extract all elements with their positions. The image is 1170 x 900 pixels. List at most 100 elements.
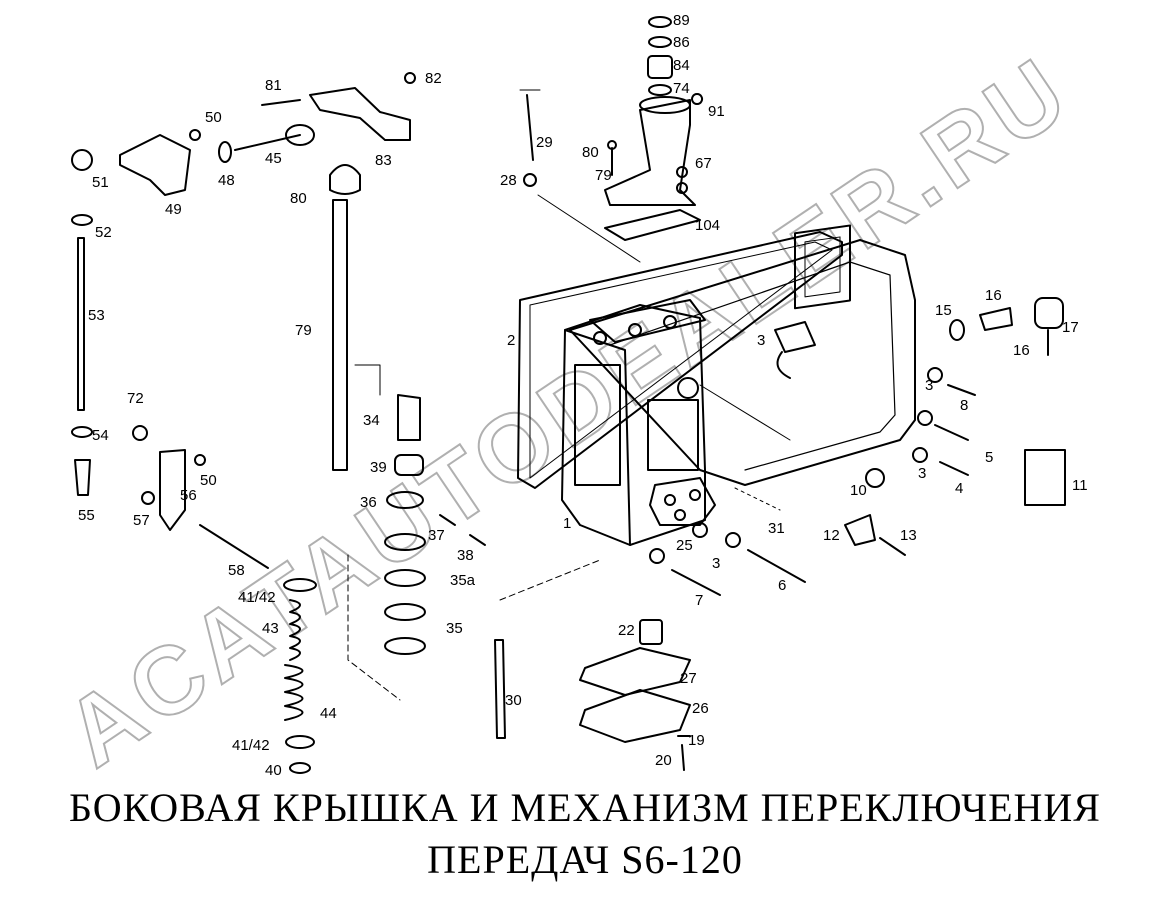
part-54 bbox=[71, 426, 93, 438]
label-15: 15 bbox=[935, 302, 952, 319]
label-57: 57 bbox=[133, 512, 150, 529]
label-36: 36 bbox=[360, 494, 377, 511]
label-51: 51 bbox=[92, 174, 109, 191]
inspection-plate-inner bbox=[804, 236, 841, 298]
part-34 bbox=[397, 394, 421, 441]
nut-50b bbox=[194, 454, 206, 466]
bolt-7 bbox=[671, 569, 721, 596]
label-26: 26 bbox=[692, 700, 709, 717]
label-34: 34 bbox=[363, 412, 380, 429]
rod-53 bbox=[77, 237, 85, 411]
housing-lower-flange bbox=[649, 477, 716, 526]
label-35: 35 bbox=[446, 620, 463, 637]
label-19: 19 bbox=[688, 732, 705, 749]
bolt-6 bbox=[747, 549, 806, 583]
inspection-plate bbox=[794, 224, 851, 310]
housing-bore-1 bbox=[593, 331, 607, 345]
label-89: 89 bbox=[673, 12, 690, 29]
label-84: 84 bbox=[673, 57, 690, 74]
washer-3b bbox=[917, 410, 933, 426]
label-67: 67 bbox=[695, 155, 712, 172]
part-84 bbox=[647, 55, 673, 79]
tower-hole-1 bbox=[676, 166, 688, 178]
housing-bore-3 bbox=[663, 315, 677, 329]
bolt-80-head bbox=[607, 140, 617, 150]
part-86 bbox=[648, 36, 672, 48]
cover-gasket-inner bbox=[529, 241, 833, 479]
label-13: 13 bbox=[900, 527, 917, 544]
label-16a: 16 bbox=[985, 287, 1002, 304]
pin-38 bbox=[469, 534, 486, 546]
leader-port bbox=[699, 384, 791, 441]
label-49: 49 bbox=[165, 201, 182, 218]
stack-bracket bbox=[354, 364, 381, 396]
joint-45 bbox=[285, 124, 315, 146]
label-4142a: 41/42 bbox=[238, 589, 276, 606]
label-22: 22 bbox=[618, 622, 635, 639]
label-16b: 16 bbox=[1013, 342, 1030, 359]
spring-44 bbox=[284, 664, 304, 721]
plate-11 bbox=[1024, 449, 1066, 506]
label-4: 4 bbox=[955, 480, 963, 497]
part-89 bbox=[648, 16, 672, 28]
tower-gasket-104 bbox=[604, 209, 701, 241]
part-72 bbox=[132, 425, 148, 441]
label-79b: 79 bbox=[595, 167, 612, 184]
boot-80 bbox=[329, 164, 361, 195]
tower-hole-2 bbox=[676, 182, 688, 194]
cover-spring-clip bbox=[776, 351, 791, 379]
caption-line-2: ПЕРЕДАЧ S6-120 bbox=[427, 837, 743, 882]
label-104: 104 bbox=[695, 217, 720, 234]
label-74: 74 bbox=[673, 80, 690, 97]
washer-41-42b bbox=[285, 735, 315, 749]
label-72: 72 bbox=[127, 390, 144, 407]
label-79a: 79 bbox=[295, 322, 312, 339]
caption-line-1: БОКОВАЯ КРЫШКА И МЕХАНИЗМ ПЕРЕКЛЮЧЕНИЯ bbox=[69, 785, 1101, 830]
part-15 bbox=[949, 319, 965, 341]
part-17 bbox=[1034, 297, 1064, 329]
label-81: 81 bbox=[265, 77, 282, 94]
label-52: 52 bbox=[95, 224, 112, 241]
label-54: 54 bbox=[92, 427, 109, 444]
label-39: 39 bbox=[370, 459, 387, 476]
stack-leader bbox=[347, 554, 401, 701]
label-40: 40 bbox=[265, 762, 282, 779]
rod-29 bbox=[526, 94, 534, 161]
part-labels: 1 2 3 3 3 3 4 5 6 7 8 10 11 12 13 15 16 … bbox=[78, 12, 1088, 779]
label-31: 31 bbox=[768, 520, 785, 537]
label-25: 25 bbox=[676, 537, 693, 554]
part-16 bbox=[979, 307, 1013, 331]
label-50a: 50 bbox=[205, 109, 222, 126]
label-37: 37 bbox=[428, 527, 445, 544]
label-5: 5 bbox=[985, 449, 993, 466]
label-82: 82 bbox=[425, 70, 442, 87]
shaft-30 bbox=[494, 639, 506, 739]
flange-hole-1 bbox=[664, 494, 676, 506]
bolt-20 bbox=[681, 744, 685, 771]
label-2: 2 bbox=[507, 332, 515, 349]
shift-tower bbox=[604, 99, 696, 206]
housing-port bbox=[677, 377, 699, 399]
nut-82 bbox=[404, 72, 416, 84]
lever-56 bbox=[159, 449, 186, 531]
housing-bore-2 bbox=[628, 323, 642, 337]
label-80a: 80 bbox=[290, 190, 307, 207]
ball-joint-51 bbox=[71, 149, 93, 171]
label-53: 53 bbox=[88, 307, 105, 324]
label-3a: 3 bbox=[925, 377, 933, 394]
part-28 bbox=[523, 173, 537, 187]
watermark: ACATAUTODEALER.RU bbox=[46, 35, 1090, 788]
label-29: 29 bbox=[536, 134, 553, 151]
pin-37 bbox=[439, 514, 456, 526]
washer-3d bbox=[725, 532, 741, 548]
part-22 bbox=[639, 619, 663, 645]
side-cover-plate bbox=[569, 239, 916, 486]
washer-48 bbox=[218, 141, 232, 163]
part-74 bbox=[648, 84, 672, 96]
label-8: 8 bbox=[960, 397, 968, 414]
label-4142b: 41/42 bbox=[232, 737, 270, 754]
label-44: 44 bbox=[320, 705, 337, 722]
label-10: 10 bbox=[850, 482, 867, 499]
housing-side-window bbox=[647, 399, 699, 471]
